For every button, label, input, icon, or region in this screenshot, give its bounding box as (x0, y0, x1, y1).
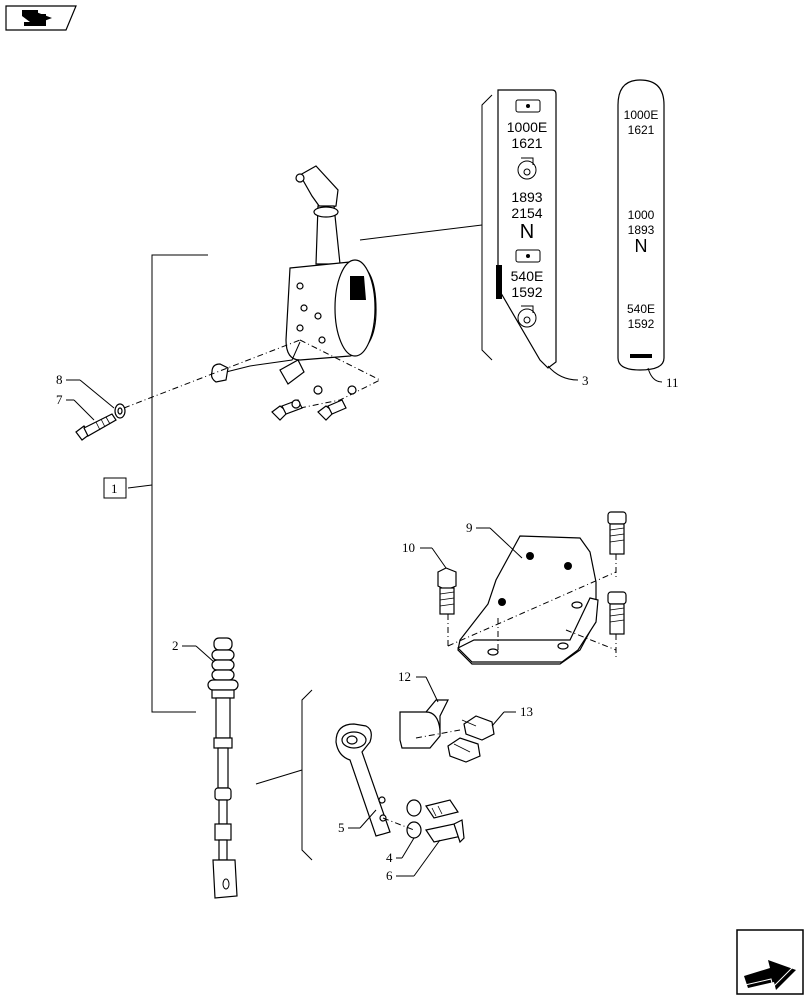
pto-rotation-icon (515, 99, 541, 113)
next-button[interactable] (736, 929, 804, 995)
callout-1: 1 (111, 481, 118, 496)
callout-10: 10 (402, 540, 415, 555)
decal-3: 1000E 1621 1893 2154 N 540E 1592 (359, 89, 579, 381)
decal-11-mark-7: 1592 (628, 317, 655, 331)
callout-2: 2 (172, 638, 179, 653)
callout-1-box (103, 477, 127, 499)
callout-13: 13 (520, 704, 533, 719)
callout-7: 7 (56, 392, 63, 407)
callout-3: 3 (582, 373, 589, 388)
decal-11-mark-5: N (635, 236, 648, 256)
control-lever (210, 165, 377, 643)
lever-fasteners (75, 339, 382, 441)
pto-rotation-icon-2 (515, 249, 541, 263)
callout-11: 11 (666, 375, 679, 390)
back-button[interactable] (5, 5, 77, 31)
decal-11-mark-4: 1893 (628, 223, 655, 237)
callout-12: 12 (398, 669, 411, 684)
cable-anchor-assembly (255, 689, 495, 861)
decal-3-mark-4: 2154 (511, 205, 542, 221)
decal-11-part-code (630, 354, 652, 358)
callout-6: 6 (386, 868, 393, 883)
callout-9: 9 (466, 520, 473, 535)
cable-boot (207, 637, 239, 899)
callout-5: 5 (338, 820, 345, 835)
decal-11-mark-6: 540E (627, 302, 655, 316)
decal-11: 1000E 1621 1000 1893 N 540E 1592 (617, 79, 665, 383)
callout-4: 4 (386, 850, 393, 865)
callouts: 1 2 3 11 8 7 9 10 12 13 5 (56, 372, 679, 883)
decal-3-mark-5: N (520, 221, 534, 243)
assembly-bracket (127, 254, 208, 713)
decal-3-mark-1: 1000E (507, 119, 547, 135)
decal-11-mark-1: 1000E (624, 108, 659, 122)
back-arrow-icon (22, 10, 52, 26)
decal-11-mark-3: 1000 (628, 208, 655, 222)
engage-icon (517, 157, 537, 180)
decal-3-mark-7: 1592 (511, 284, 542, 300)
callout-8: 8 (56, 372, 63, 387)
mounting-bracket (437, 511, 627, 665)
decal-3-mark-3: 1893 (511, 189, 542, 205)
decal-11-mark-2: 1621 (628, 123, 655, 137)
decal-part-code (496, 265, 502, 299)
engage-icon-2 (517, 305, 537, 328)
forward-arrow-icon (740, 956, 796, 990)
decal-3-mark-2: 1621 (511, 135, 542, 151)
decal-3-mark-6: 540E (511, 268, 544, 284)
